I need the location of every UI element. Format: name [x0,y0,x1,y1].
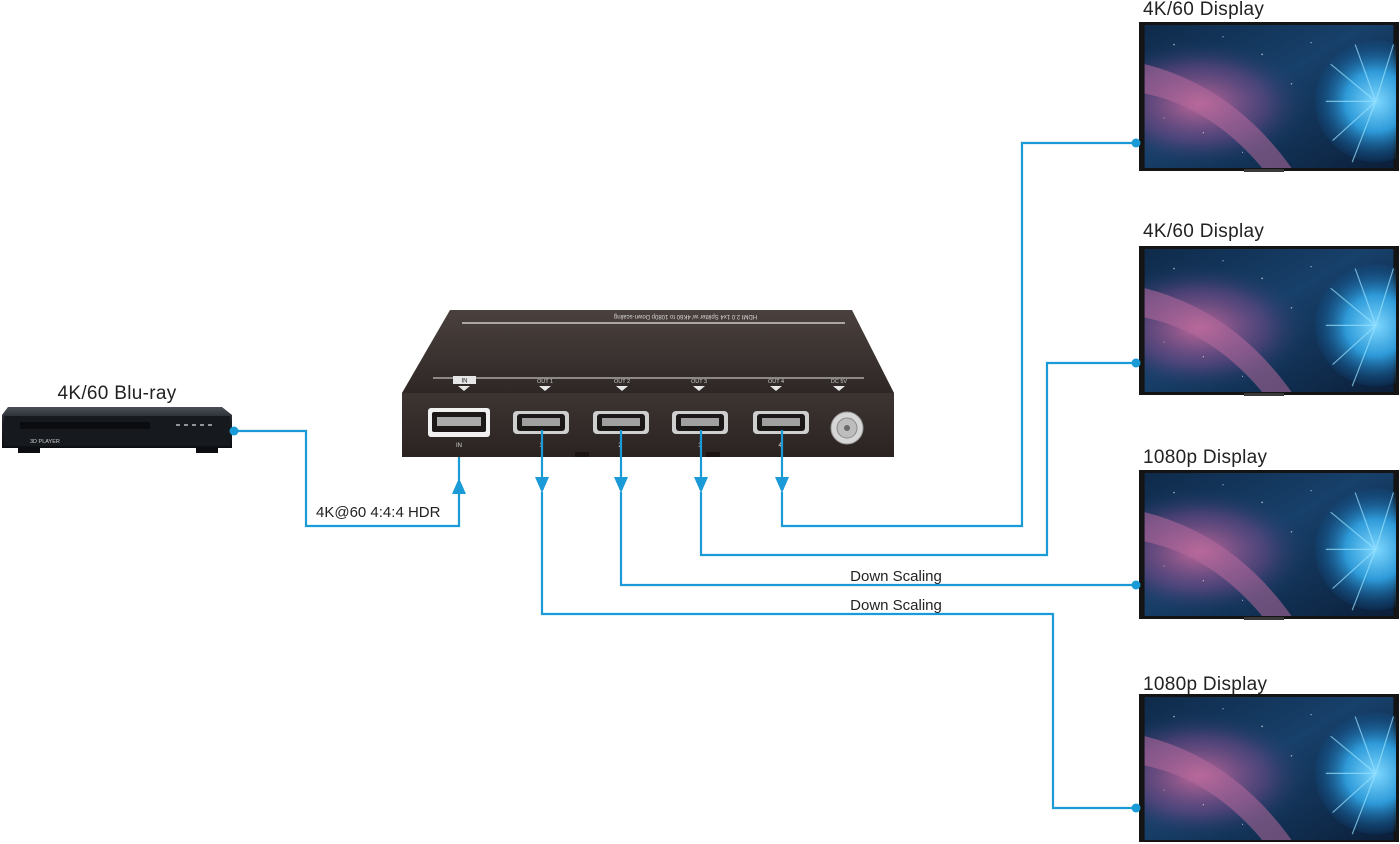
dc-power-port: DC 5V [830,379,864,445]
display-4: 1080p Display [1131,674,1399,842]
source-label: 4K/60 Blu-ray [57,383,176,404]
hdmi-out-port-3: OUT 3 3 [672,379,728,449]
down-scaling-label-1: Down Scaling [850,568,942,585]
player-logo: 3D PLAYER [30,439,60,445]
down-scaling-label-2: Down Scaling [850,597,942,614]
arrow-down-icon [535,477,549,493]
hdmi-out-port-4: OUT 4 4 [753,379,809,449]
display-label: 1080p Display [1143,447,1268,468]
arrow-down-icon [775,477,789,493]
input-link: 4K@60 4:4:4 HDR [234,429,466,528]
display-label: 1080p Display [1143,674,1268,695]
display-3: 1080p Display [1131,447,1399,620]
port-number-4: 4 [778,443,782,449]
arrow-up-icon [452,478,466,494]
arrow-down-icon [694,477,708,493]
port-number-in: IN [456,443,462,449]
hdmi-out-port-1: OUT 1 1 [513,379,569,449]
input-signal-label: 4K@60 4:4:4 HDR [316,504,441,521]
display-1: 4K/60 Display [1131,0,1399,172]
splitter-model-label: HDMI 2.0 1x4 Splitter w/ 4K60 to 1080p D… [614,313,757,319]
port-label-out3: OUT 3 [691,379,707,385]
arrow-down-icon [614,477,628,493]
display-2: 4K/60 Display [1131,221,1399,396]
port-label-out4: OUT 4 [768,379,784,385]
blu-ray-player: 4K/60 Blu-ray 3D PLAYER [2,383,239,453]
port-label-out1: OUT 1 [537,379,553,385]
port-label-dc: DC 5V [831,379,848,385]
display-label: 4K/60 Display [1143,0,1264,20]
output-links: Down Scaling Down Scaling [535,141,1136,810]
hdmi-splitter: HDMI 2.0 1x4 Splitter w/ 4K60 to 1080p D… [402,310,894,457]
display-label: 4K/60 Display [1143,221,1264,242]
port-label-out2: OUT 2 [614,379,630,385]
hdmi-in-port: IN IN [428,376,490,449]
port-label-in: IN [462,379,468,385]
